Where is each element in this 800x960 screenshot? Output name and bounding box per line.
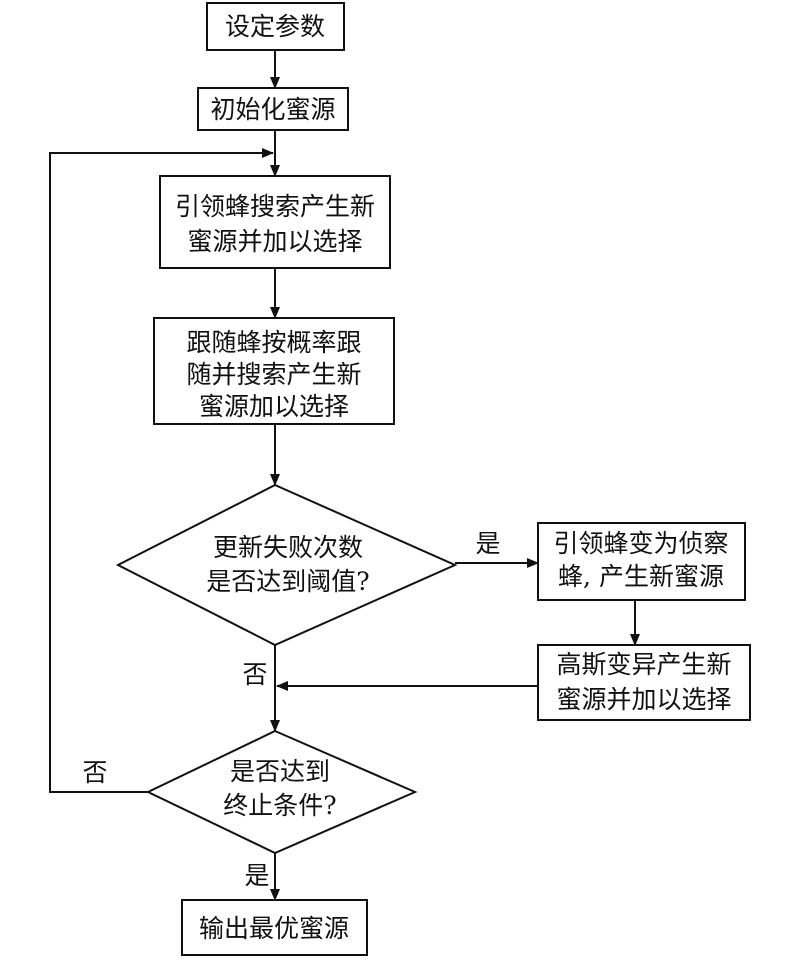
init-source-node: 初始化蜜源 [197,87,349,131]
scout-convert-line2: 蜂, 产生新蜜源 [558,562,724,591]
termination-no-label: 否 [82,758,107,787]
set-params-node: 设定参数 [206,2,345,51]
termination-check-line1: 是否达到 [230,757,330,786]
onlooker-follow-line1: 跟随蜂按概率跟 [186,328,361,357]
output-best-node: 输出最优蜜源 [181,899,368,956]
failure-check-line1: 更新失败次数 [213,533,363,562]
loop-back-arrow [49,148,274,793]
onlooker-follow-node: 跟随蜂按概率跟 随并搜索产生新 蜜源加以选择 [153,317,395,425]
failure-yes-label: 是 [475,529,500,558]
failure-check-line2: 是否达到阈值? [206,567,369,596]
employed-search-line1: 引领蜂搜索产生新 [175,192,375,221]
termination-check-line2: 终止条件? [223,791,336,820]
termination-yes-label: 是 [244,861,269,890]
gaussian-mutation-line2: 蜜源并加以选择 [556,685,731,714]
employed-search-node: 引领蜂搜索产生新 蜜源并加以选择 [159,175,391,269]
scout-convert-node: 引领蜂变为侦察 蜂, 产生新蜜源 [537,522,746,601]
onlooker-follow-line3: 蜜源加以选择 [199,392,349,421]
gaussian-mutation-line1: 高斯变异产生新 [556,650,731,679]
onlooker-follow-line2: 随并搜索产生新 [186,360,361,389]
failure-check-decision: 更新失败次数 是否达到阈值? [115,483,458,647]
termination-check-decision: 是否达到 终止条件? [145,729,418,855]
set-params-label: 设定参数 [225,12,325,41]
employed-search-line2: 蜜源并加以选择 [187,227,362,256]
scout-convert-line1: 引领蜂变为侦察 [553,529,728,558]
output-best-label: 输出最优蜜源 [199,914,349,943]
init-source-label: 初始化蜜源 [210,95,335,124]
gaussian-mutation-node: 高斯变异产生新 蜜源并加以选择 [537,644,751,721]
failure-no-label: 否 [242,660,267,689]
